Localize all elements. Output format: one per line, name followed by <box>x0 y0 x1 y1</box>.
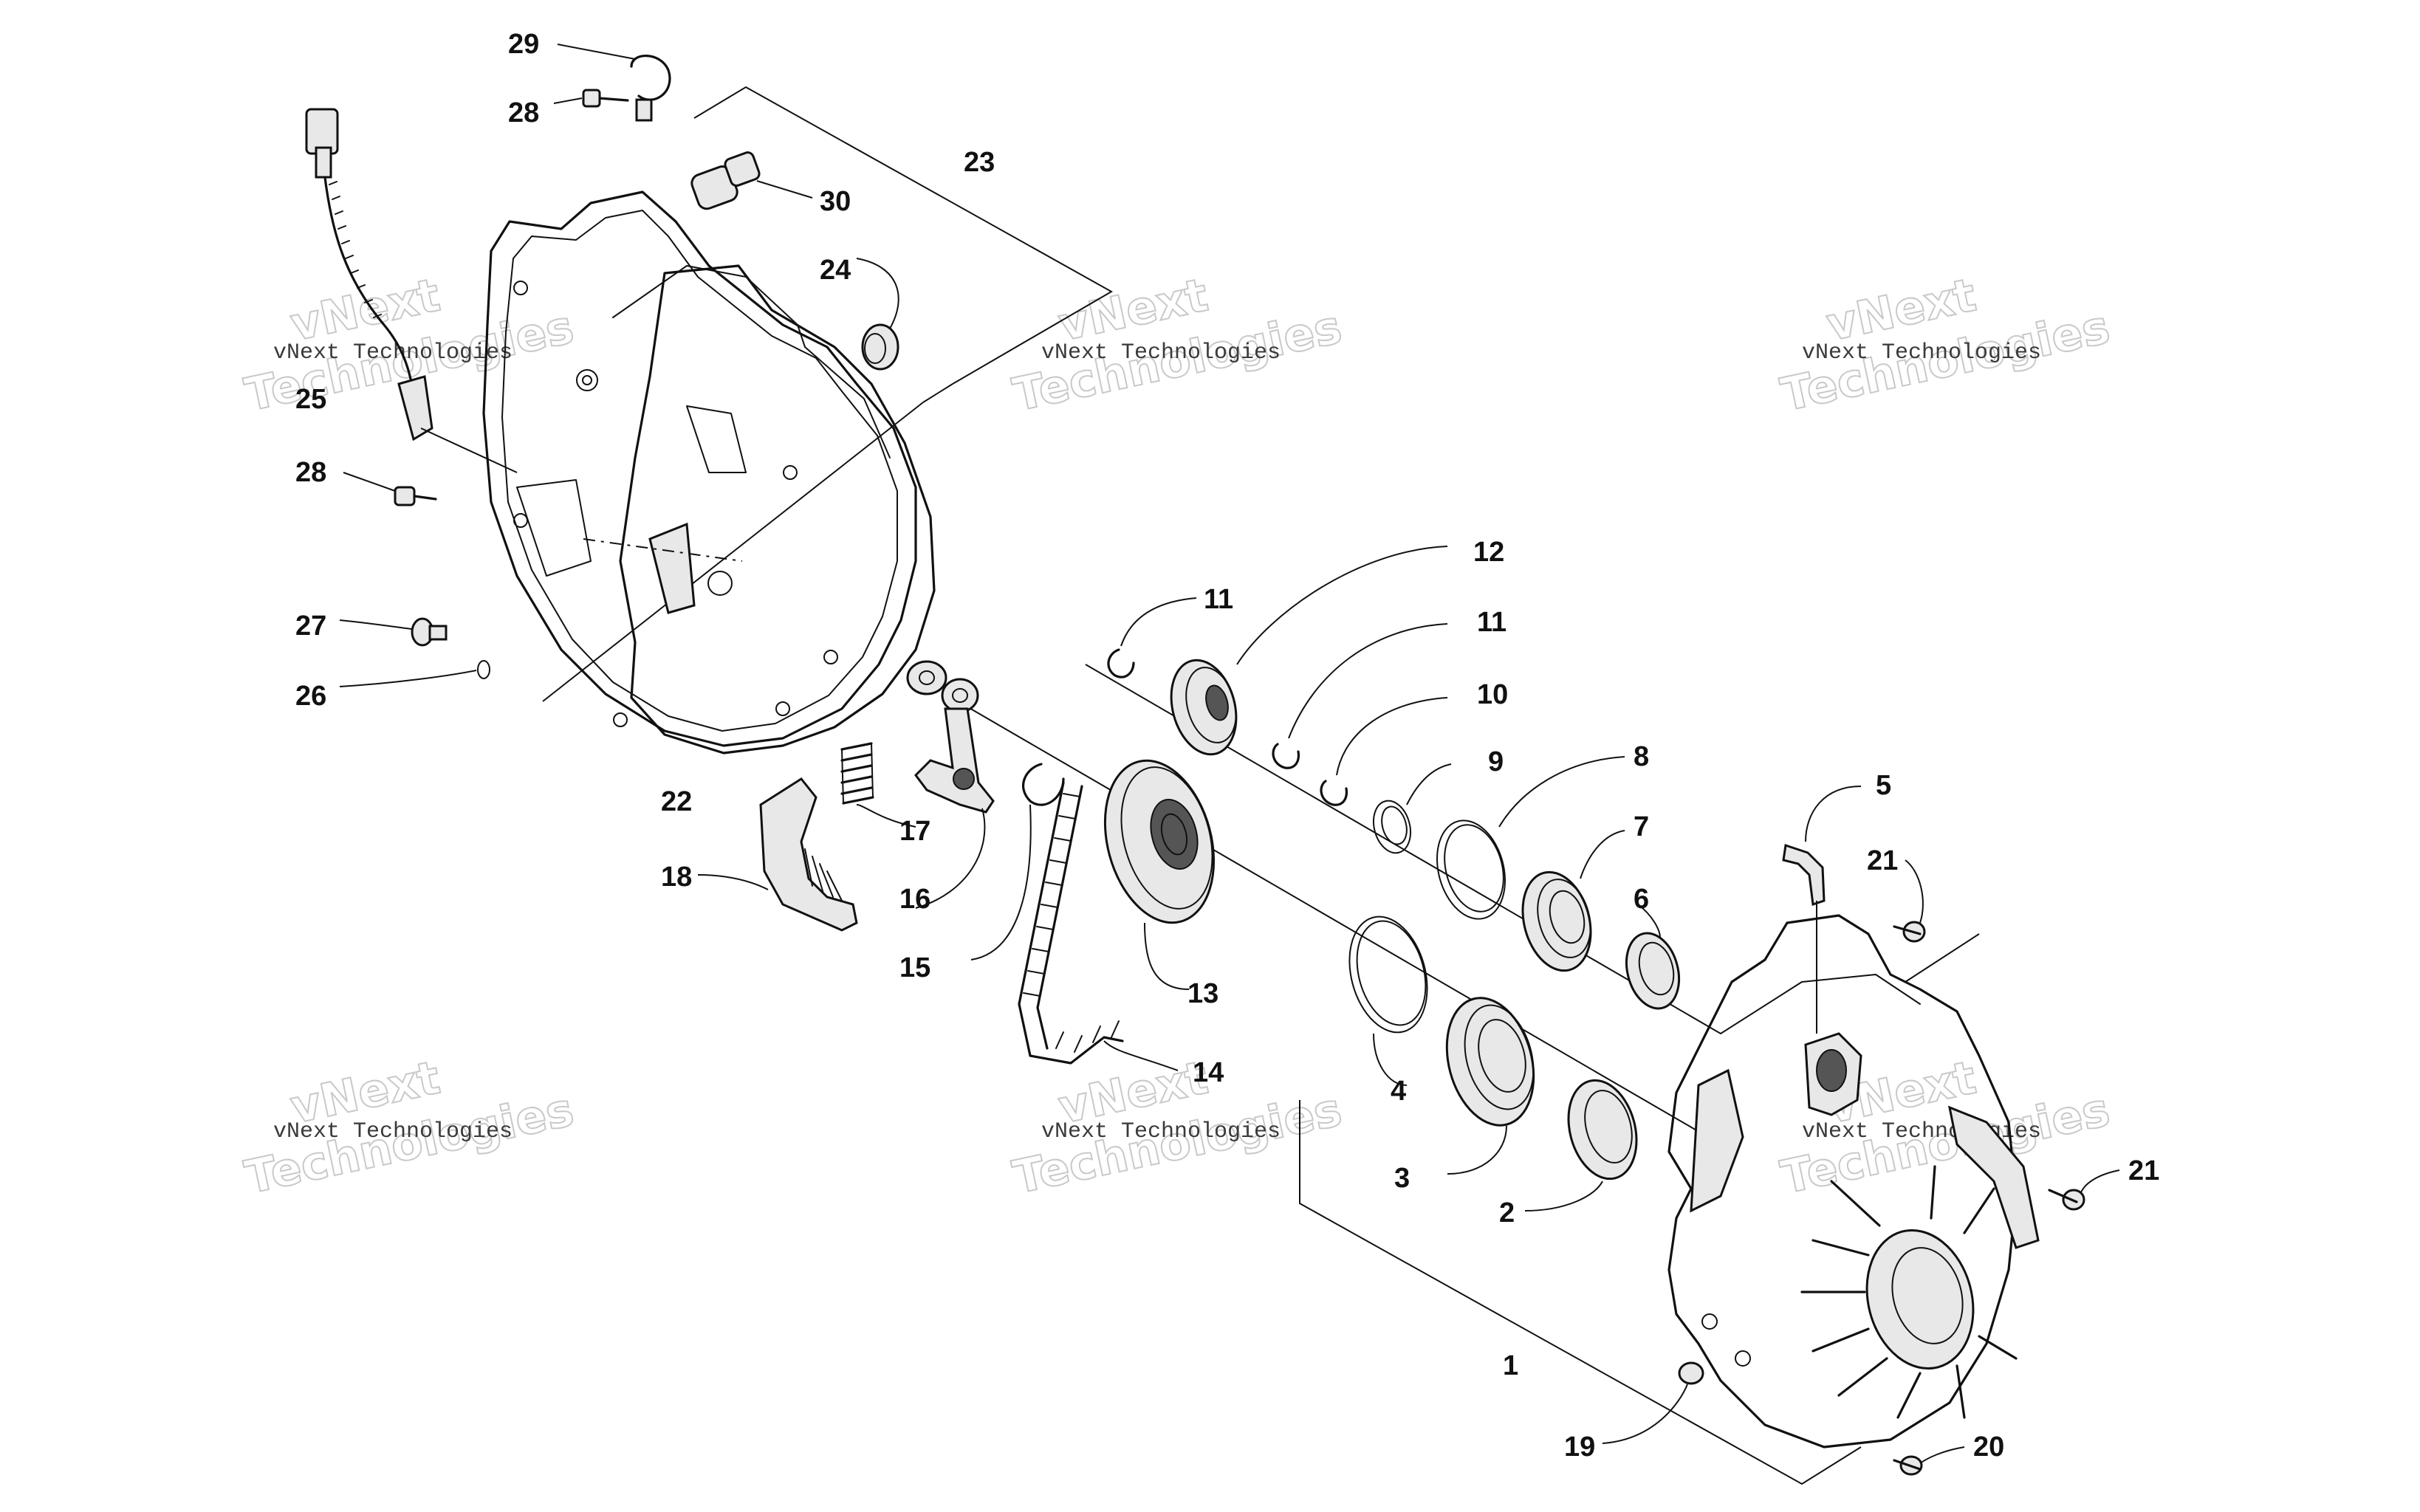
oil-seal <box>1625 904 1680 1010</box>
part-label-22: 22 <box>661 786 692 817</box>
part-label-21a: 21 <box>1867 845 1898 876</box>
drive-chain <box>1018 781 1179 1071</box>
part-label-21b: 21 <box>2128 1155 2159 1186</box>
small-gear <box>1170 546 1448 756</box>
bracket-23 <box>693 86 1114 385</box>
watermark-text: vNext Technologies <box>1802 340 2041 365</box>
part-label-29: 29 <box>508 29 539 60</box>
part-label-9: 9 <box>1488 746 1504 777</box>
part-label-11b: 11 <box>1477 607 1506 638</box>
part-label-14: 14 <box>1193 1057 1224 1088</box>
part-label-8: 8 <box>1634 741 1649 772</box>
part-label-7: 7 <box>1634 811 1649 842</box>
part-label-16: 16 <box>899 884 930 915</box>
circlip <box>1320 697 1448 806</box>
bearing-boss-ribs <box>1800 1165 2018 1419</box>
part-label-10: 10 <box>1477 679 1508 710</box>
part-label-28b: 28 <box>508 97 539 128</box>
watermark-text: vNext Technologies <box>273 1119 513 1144</box>
circlip <box>1272 623 1448 769</box>
part-label-30: 30 <box>820 186 851 217</box>
large-sprocket <box>1103 759 1216 990</box>
watermark-top-center: vNext Technologies <box>1007 267 1346 423</box>
part-label-1: 1 <box>1503 1350 1518 1381</box>
part-label-11a: 11 <box>1204 584 1233 615</box>
bearing <box>1521 830 1625 972</box>
watermark-text: vNext Technologies <box>1041 340 1281 365</box>
screw <box>343 472 437 506</box>
circlip <box>1107 597 1197 678</box>
bolt <box>1893 1446 1965 1476</box>
watermark-text: vNext Technologies <box>273 340 513 365</box>
part-label-18: 18 <box>661 862 692 893</box>
chain-tensioner-shoe <box>697 777 858 932</box>
part-label-4: 4 <box>1391 1076 1406 1107</box>
breather-fitting <box>690 151 813 210</box>
part-label-2: 2 <box>1499 1197 1515 1228</box>
part-label-27: 27 <box>295 611 326 642</box>
oil-seal <box>1524 1079 1638 1212</box>
cover-gasket <box>619 264 936 755</box>
watermark-top-right: vNext Technologies <box>1775 267 2114 423</box>
screw <box>553 89 629 108</box>
bearing <box>1445 997 1535 1175</box>
part-label-6: 6 <box>1634 884 1649 915</box>
vent-fitting <box>1782 786 1862 1034</box>
bracket-1 <box>1299 1100 1862 1485</box>
watermark-text: vNext Technologies <box>1041 1119 1281 1144</box>
bolt <box>2048 1169 2120 1211</box>
tensioner-spring <box>840 742 916 828</box>
part-label-13: 13 <box>1187 978 1218 1009</box>
o-ring <box>1436 756 1625 920</box>
part-label-19: 19 <box>1564 1432 1595 1463</box>
chaincase-cover <box>482 190 917 747</box>
hose-clamp <box>557 44 671 122</box>
watermark-bottom-center: vNext Technologies <box>1007 1050 1346 1206</box>
bolt <box>339 617 448 647</box>
part-label-23: 23 <box>964 147 995 178</box>
chaincase-housing <box>1667 914 2040 1449</box>
o-ring <box>1348 915 1428 1086</box>
part-label-17: 17 <box>899 816 930 847</box>
part-label-15: 15 <box>899 952 930 983</box>
part-label-12: 12 <box>1473 537 1504 568</box>
tensioner-arm <box>906 660 995 909</box>
part-label-3: 3 <box>1394 1163 1410 1194</box>
speed-sensor-harness <box>305 108 518 473</box>
part-label-5: 5 <box>1876 770 1891 801</box>
watermark-bottom-left: vNext Technologies <box>239 1050 578 1206</box>
part-label-28a: 28 <box>295 457 326 488</box>
part-label-26: 26 <box>295 681 326 712</box>
o-ring <box>339 660 490 687</box>
part-label-24: 24 <box>820 255 851 286</box>
cover-seal <box>856 258 899 371</box>
washer <box>1373 763 1452 854</box>
circlip <box>970 763 1065 961</box>
bolt <box>1893 859 1926 943</box>
part-label-20: 20 <box>1973 1432 2004 1463</box>
nut <box>1602 1361 1704 1444</box>
assembly-axis-line <box>945 693 1721 1145</box>
watermark-text: vNext Technologies <box>1802 1119 2041 1144</box>
part-label-25: 25 <box>295 384 326 415</box>
